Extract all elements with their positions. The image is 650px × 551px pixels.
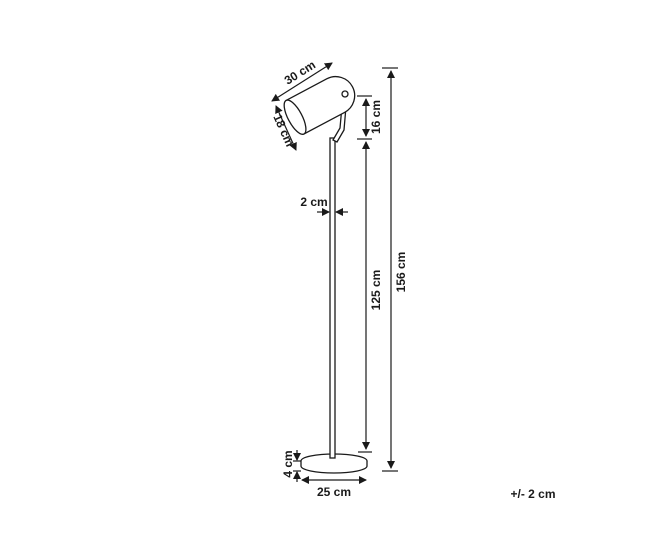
- lamp-pivot-knob: [341, 90, 349, 98]
- total-height-label: 156 cm: [394, 252, 408, 293]
- dimension-pole-height: 125 cm: [358, 141, 383, 453]
- tolerance-note: +/- 2 cm: [510, 487, 555, 501]
- shade-height-label: 16 cm: [369, 100, 383, 134]
- dimension-pole-width: 2 cm: [300, 195, 348, 216]
- shade-length-arrow: [271, 62, 333, 102]
- pole-height-label: 125 cm: [369, 270, 383, 311]
- dimension-base-height: 4 cm: [281, 450, 301, 482]
- base-diameter-label: 25 cm: [317, 485, 351, 499]
- dimension-total-height: 156 cm: [382, 67, 408, 472]
- shade-diameter-arrow: [275, 105, 297, 151]
- base-height-label: 4 cm: [281, 450, 295, 477]
- lamp-base-side: [300, 461, 368, 474]
- pole-width-label: 2 cm: [300, 195, 327, 209]
- floor-lamp-drawing: [283, 76, 368, 474]
- lamp-pole: [329, 137, 336, 459]
- dimension-shade-height: 16 cm: [357, 95, 383, 140]
- dimension-base-diameter: 25 cm: [301, 476, 367, 499]
